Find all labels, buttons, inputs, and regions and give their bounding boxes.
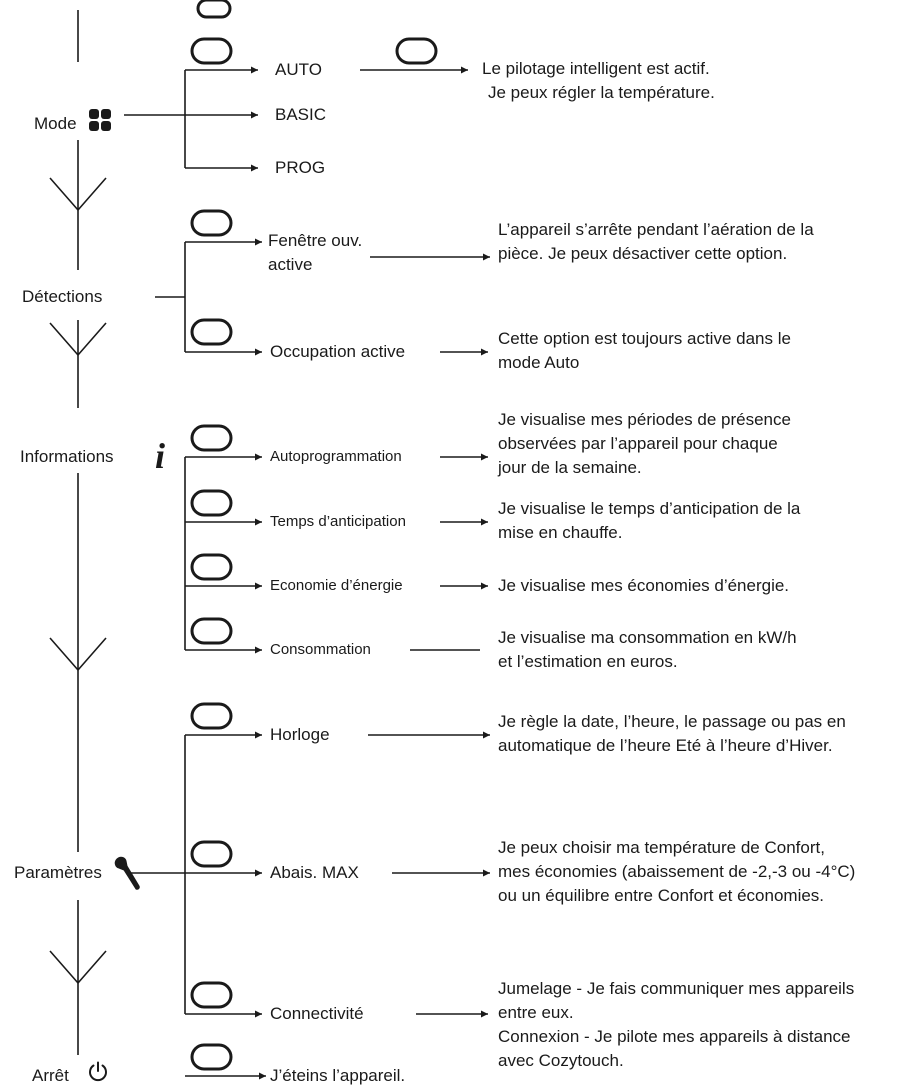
power-icon: [89, 1061, 107, 1082]
informations-anticipation-description: Je visualise le temps d’anticipation de …: [498, 499, 801, 542]
parametres-horloge-description: Je règle la date, l’heure, le passage ou…: [498, 712, 846, 755]
informations-branch-lines: [184, 453, 488, 654]
ok-button: [190, 37, 233, 65]
ok-button: [196, 0, 232, 19]
ok-button: [190, 424, 233, 452]
parametres-abais-max-description: Je peux choisir ma température de Confor…: [498, 838, 856, 905]
informations-consommation-description: Je visualise ma consommation en kW/h et …: [498, 628, 797, 671]
parametres-option-horloge: Horloge: [270, 725, 330, 744]
wrench-icon: [114, 856, 140, 890]
parametres-branch-lines: [130, 731, 490, 1018]
informations-label: Informations: [20, 447, 114, 466]
parametres-option-abais-max: Abais. MAX: [270, 863, 359, 882]
ok-button: [190, 1043, 233, 1071]
mode-auto-description: Le pilotage intelligent est actif. Je pe…: [482, 59, 715, 102]
detections-branch-lines: [155, 238, 490, 356]
informations-option-autoprogrammation: Autoprogrammation: [270, 448, 402, 465]
detections-occupation-description: Cette option est toujours active dans le…: [498, 329, 791, 372]
informations-autoprogrammation-description: Je visualise mes périodes de présence ob…: [498, 410, 791, 477]
informations-economie-description: Je visualise mes économies d’énergie.: [498, 576, 790, 595]
ok-button: [190, 840, 233, 868]
parametres-label: Paramètres: [14, 863, 102, 882]
ok-button: [190, 553, 233, 581]
arret-description: J’éteins l’appareil.: [270, 1066, 406, 1085]
detections-fenetre-description: L’appareil s’arrête pendant l’aération d…: [498, 220, 814, 263]
informations-option-anticipation: Temps d’anticipation: [270, 513, 406, 530]
ok-button: [190, 318, 233, 346]
ok-button: [190, 702, 233, 730]
mode-option-auto: AUTO: [275, 60, 322, 79]
ok-button: [190, 489, 233, 517]
ok-button: [395, 37, 438, 65]
parametres-connectivite-description: Jumelage - Je fais communiquer mes appar…: [498, 979, 855, 1070]
detections-label: Détections: [22, 287, 103, 306]
informations-option-consommation: Consommation: [270, 641, 371, 658]
detections-option-fenetre: Fenêtre ouv. active: [268, 231, 363, 274]
ok-button: [190, 981, 233, 1009]
arret-label: Arrêt: [32, 1066, 69, 1085]
mode-option-basic: BASIC: [275, 105, 327, 124]
mode-option-prog: PROG: [275, 158, 326, 177]
mode-label: Mode: [34, 114, 77, 133]
detections-option-occupation: Occupation active: [270, 342, 406, 361]
parametres-option-connectivite: Connectivité: [270, 1004, 364, 1023]
info-icon: i: [155, 436, 166, 476]
mode-branch-lines: [124, 66, 468, 172]
ok-button: [190, 209, 233, 237]
main-flow-line: [49, 10, 107, 1055]
grid-icon: [89, 109, 111, 131]
informations-option-economie: Economie d’énergie: [270, 577, 403, 594]
ok-button: [190, 617, 233, 645]
